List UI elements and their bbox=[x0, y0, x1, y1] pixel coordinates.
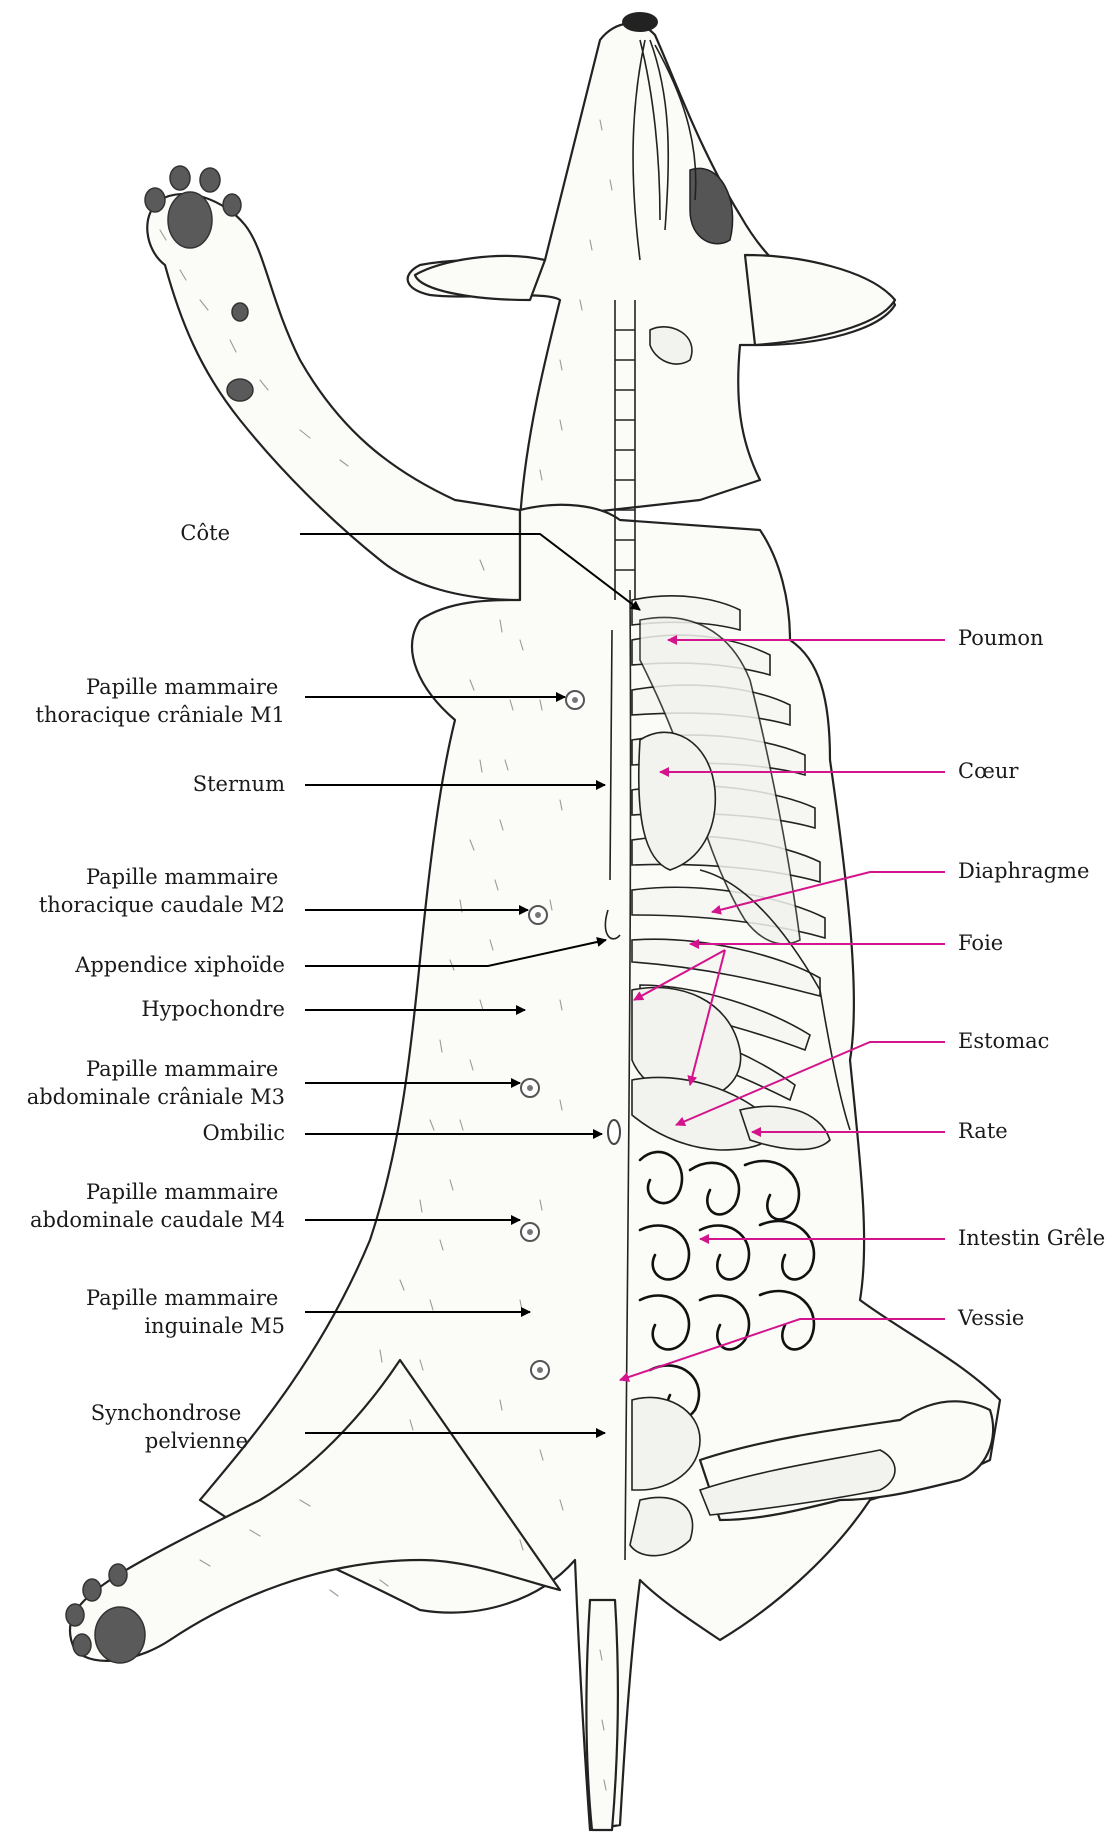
label-estomac: Estomac bbox=[958, 1029, 1049, 1053]
label-diaphragme: Diaphragme bbox=[958, 859, 1089, 883]
right-ear bbox=[745, 255, 895, 345]
label-hypo: Hypochondre bbox=[141, 997, 285, 1021]
umbilicus bbox=[608, 1120, 620, 1144]
label-ombilic: Ombilic bbox=[203, 1121, 285, 1145]
label-m3: Papille mammaire abdominale crâniale M3 bbox=[27, 1057, 285, 1109]
label-synchondrose: Synchondrose pelvienne bbox=[91, 1401, 248, 1453]
label-m4: Papille mammaire abdominale caudale M4 bbox=[30, 1180, 285, 1232]
label-foie: Foie bbox=[958, 931, 1003, 955]
label-sternum: Sternum bbox=[193, 772, 285, 796]
label-m1: Papille mammaire thoracique crâniale M1 bbox=[36, 675, 285, 727]
label-intestin: Intestin Grêle bbox=[958, 1226, 1105, 1250]
tail bbox=[586, 1600, 617, 1830]
label-coeur: Cœur bbox=[958, 759, 1019, 783]
label-m2: Papille mammaire thoracique caudale M2 bbox=[39, 865, 285, 917]
label-xipho: Appendice xiphoïde bbox=[74, 953, 285, 977]
label-m5: Papille mammaire inguinale M5 bbox=[86, 1286, 285, 1338]
dog-illustration bbox=[66, 12, 1000, 1830]
label-vessie: Vessie bbox=[957, 1306, 1024, 1330]
label-rate: Rate bbox=[958, 1119, 1008, 1143]
label-cote: Côte bbox=[180, 521, 230, 545]
label-poumon: Poumon bbox=[958, 626, 1044, 650]
nose bbox=[622, 12, 658, 32]
